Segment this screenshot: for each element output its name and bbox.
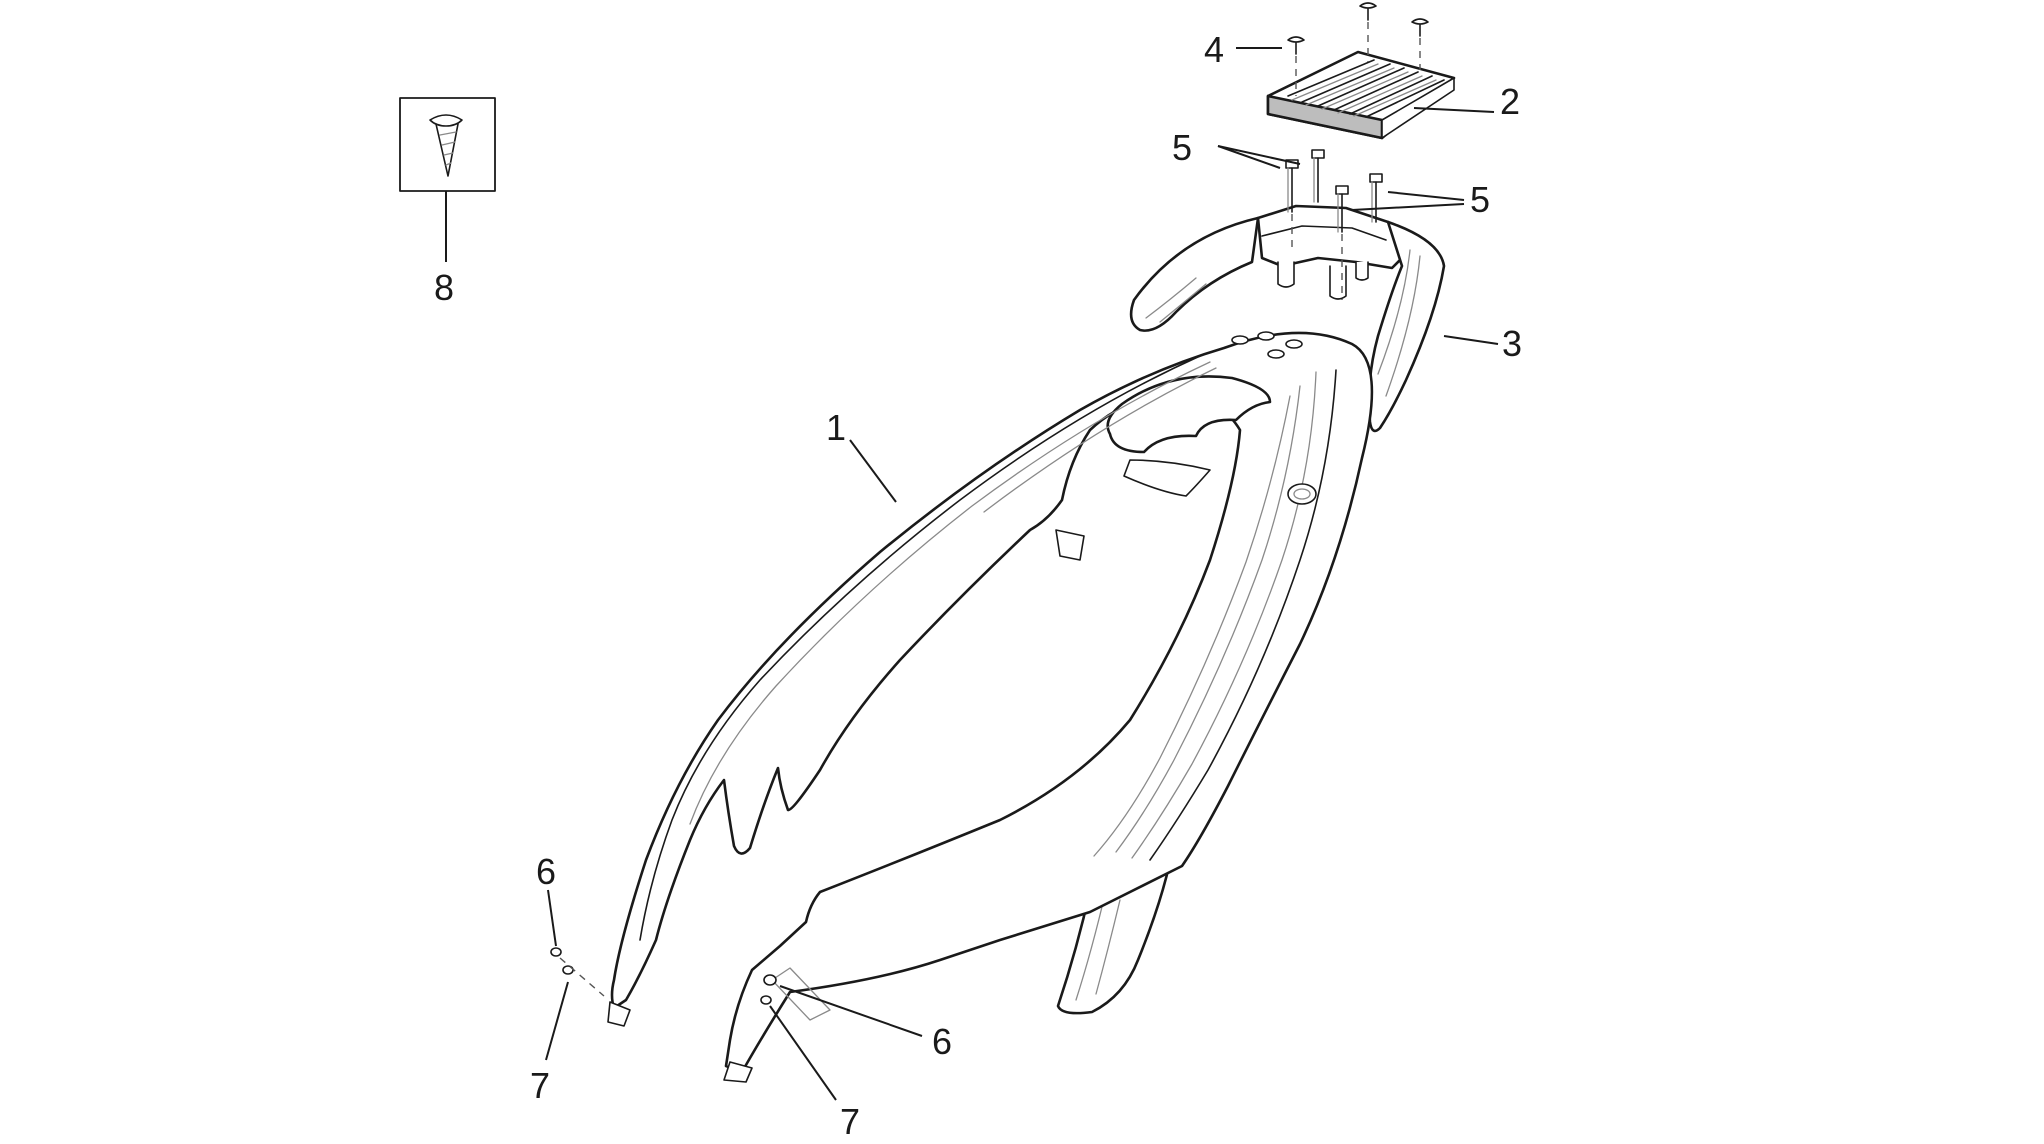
part-6-7-fasteners-right	[760, 974, 923, 1101]
callout-2: 2	[1500, 81, 1520, 122]
part-6-7-fasteners-left	[545, 889, 605, 1061]
callout-5-left: 5	[1172, 127, 1192, 168]
callout-8: 8	[434, 267, 454, 308]
callout-6-right: 6	[932, 1021, 952, 1062]
callout-6-left: 6	[536, 851, 556, 892]
part-3-rear-bracket	[1129, 204, 1499, 433]
part-2-rack-plate	[1266, 50, 1495, 140]
callout-labels: 1 2 3 4 5 5 6 6 7 7 8	[434, 29, 1522, 1142]
part-1-rear-body-cover	[607, 331, 1374, 1083]
callout-3: 3	[1502, 323, 1522, 364]
part-4-screws	[1236, 2, 1429, 96]
callout-1: 1	[826, 407, 846, 448]
callout-7-right: 7	[840, 1101, 860, 1139]
part-8-screw-detail	[399, 97, 496, 262]
callout-5-right: 5	[1470, 179, 1490, 220]
part-5-bolts	[1217, 145, 1465, 300]
callout-4: 4	[1204, 29, 1224, 70]
callout-7-left: 7	[530, 1065, 550, 1106]
